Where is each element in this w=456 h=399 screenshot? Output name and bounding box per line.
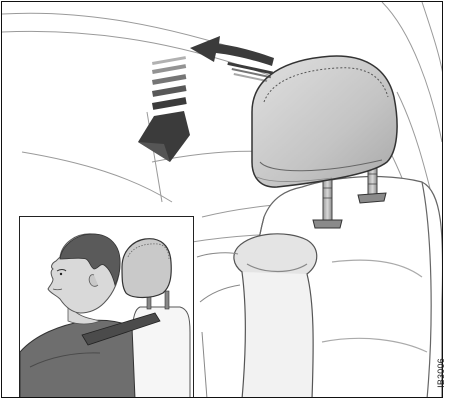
inset-driver-headrest-position bbox=[19, 216, 194, 398]
headrest bbox=[252, 56, 397, 187]
figure-reference-text: IB3006 bbox=[436, 358, 446, 388]
seat-cushion bbox=[197, 253, 240, 398]
up-arrow-icon bbox=[190, 36, 274, 82]
illustration-frame bbox=[1, 1, 443, 398]
inset-headrest bbox=[122, 239, 171, 298]
armrest bbox=[234, 234, 317, 398]
figure-reference-code: IB3006 bbox=[446, 348, 456, 398]
down-arrow-icon bbox=[138, 56, 190, 162]
driver-illustration bbox=[20, 217, 194, 398]
